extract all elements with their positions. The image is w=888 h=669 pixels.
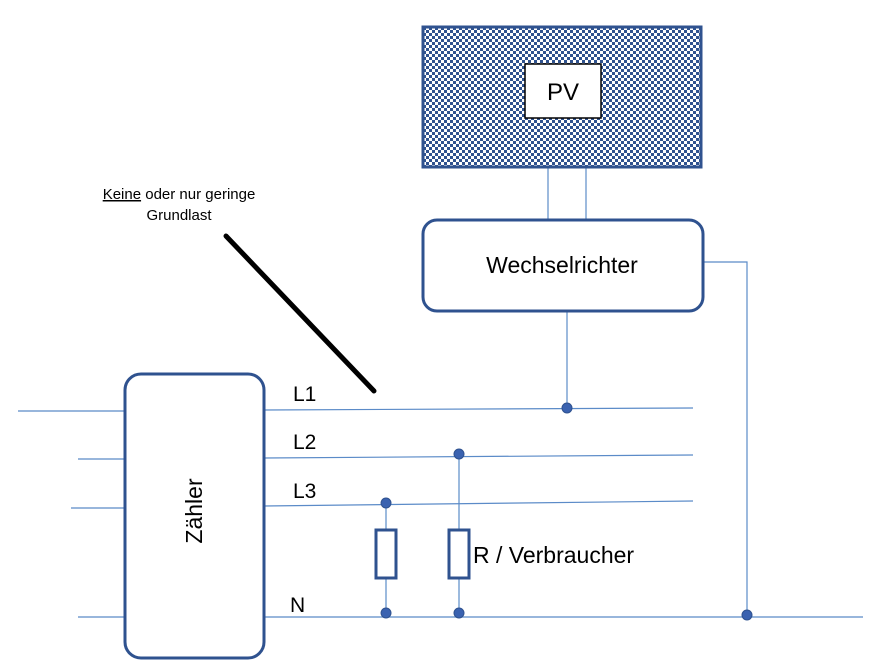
wire-l1 — [263, 407, 694, 411]
meter-box — [123, 372, 266, 660]
pv-label: PV — [547, 79, 579, 106]
wire-inverter-n — [703, 261, 748, 617]
node-n-load1 — [380, 607, 392, 619]
annotation-line1: Keine oder nur geringe — [103, 186, 256, 203]
node-l3-load — [380, 497, 392, 509]
annotation-line1-rest: oder nur geringe — [141, 186, 255, 203]
label-l2: L2 — [293, 431, 316, 454]
node-n-inverter — [741, 609, 753, 621]
nodes — [380, 402, 753, 621]
wire-l2 — [263, 454, 694, 459]
load-resistor-1 — [374, 528, 398, 580]
label-l1: L1 — [293, 383, 316, 406]
load-resistor-2 — [447, 528, 471, 580]
label-l3: L3 — [293, 480, 316, 503]
wire-l3 — [263, 500, 694, 507]
inverter-box — [421, 218, 705, 313]
pv-label-box — [524, 63, 602, 119]
wires — [18, 167, 863, 618]
label-n: N — [290, 594, 305, 617]
node-n-load2 — [453, 607, 465, 619]
node-l2-load — [453, 448, 465, 460]
annotation-strike-line — [223, 233, 377, 394]
node-l1-inverter — [561, 402, 573, 414]
annotation-line2: Grundlast — [146, 207, 212, 224]
inverter-label: Wechselrichter — [486, 252, 638, 278]
meter-label: Zähler — [181, 478, 207, 544]
load-label: R / Verbraucher — [473, 542, 634, 568]
annotation-underlined-word: Keine — [103, 186, 141, 203]
